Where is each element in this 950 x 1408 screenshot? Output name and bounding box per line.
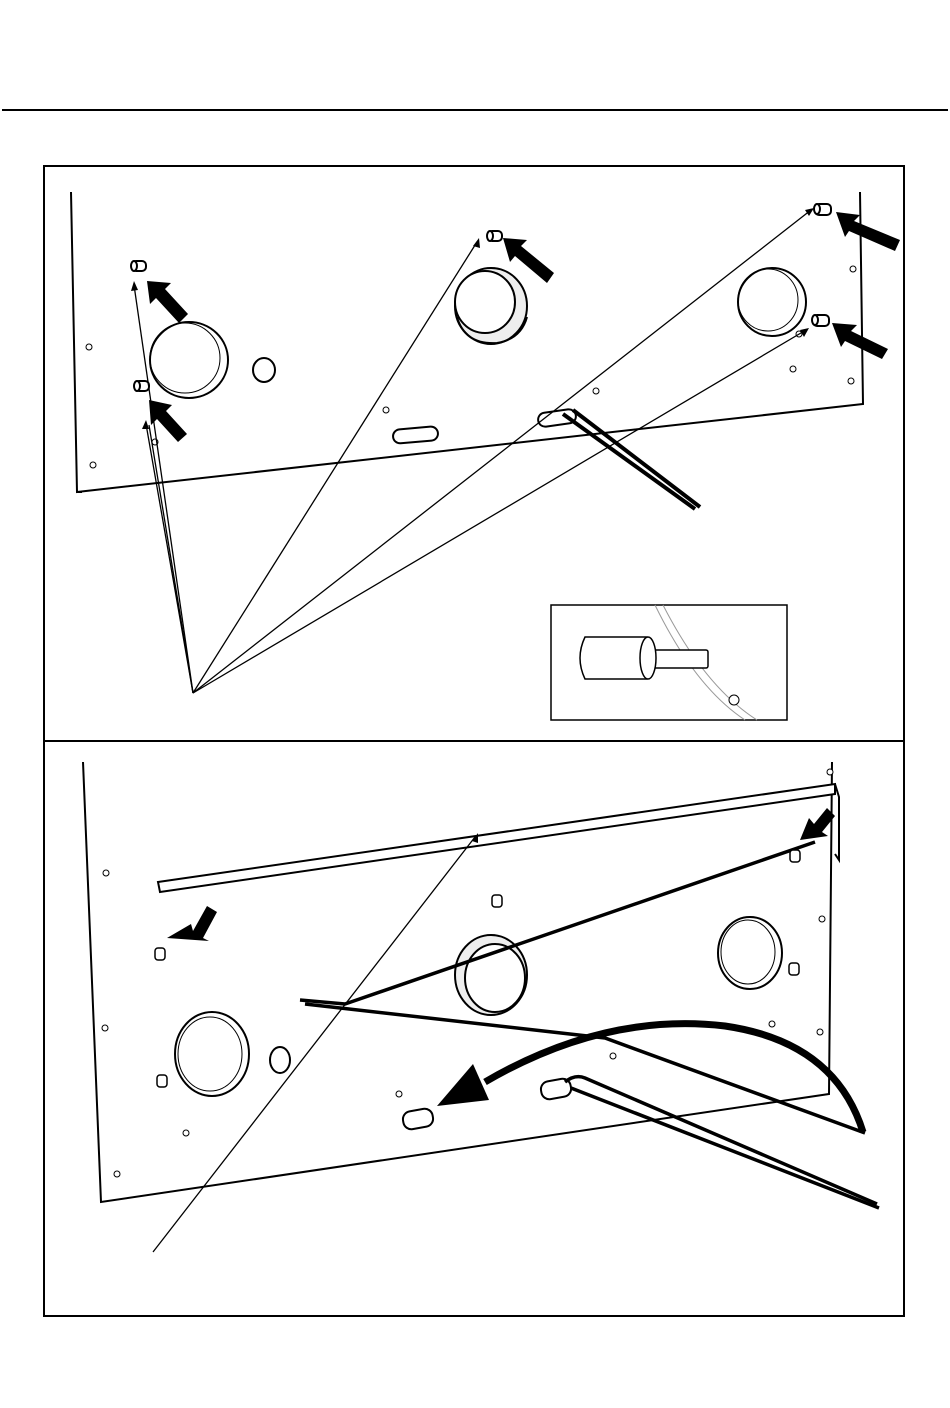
small-opening [270, 1047, 290, 1073]
right-round-opening [718, 917, 782, 989]
center-round-opening [455, 935, 527, 1015]
callout-arrow [167, 906, 217, 941]
stud [131, 261, 146, 271]
callout-arrow [149, 400, 187, 442]
stud [790, 850, 800, 862]
stud [134, 381, 149, 391]
slot-opening [402, 1078, 573, 1131]
center-round-opening [455, 268, 527, 344]
figure-bottom-drawing [45, 742, 903, 1315]
stud [157, 1075, 167, 1087]
curved-motion-arrow [437, 1024, 863, 1132]
stud [812, 315, 829, 326]
right-round-opening [738, 268, 806, 336]
callout-arrow [836, 212, 900, 251]
figure-bottom-panel [43, 740, 905, 1317]
stud [155, 948, 165, 960]
header-rule [2, 109, 948, 111]
callout-arrow [832, 323, 888, 359]
detail-inset [551, 605, 787, 720]
figure-top-drawing [45, 167, 903, 740]
callout-arrow [800, 808, 835, 840]
figure-top-panel [43, 165, 905, 742]
stud [789, 963, 799, 975]
stud [492, 895, 502, 907]
left-round-opening [175, 1012, 249, 1096]
stud [814, 204, 831, 215]
mounting-bar [158, 784, 839, 892]
callout-arrow [147, 281, 188, 323]
left-round-opening [150, 322, 228, 398]
small-opening [253, 358, 275, 382]
stud [487, 231, 502, 241]
wire-rod [300, 842, 879, 1208]
